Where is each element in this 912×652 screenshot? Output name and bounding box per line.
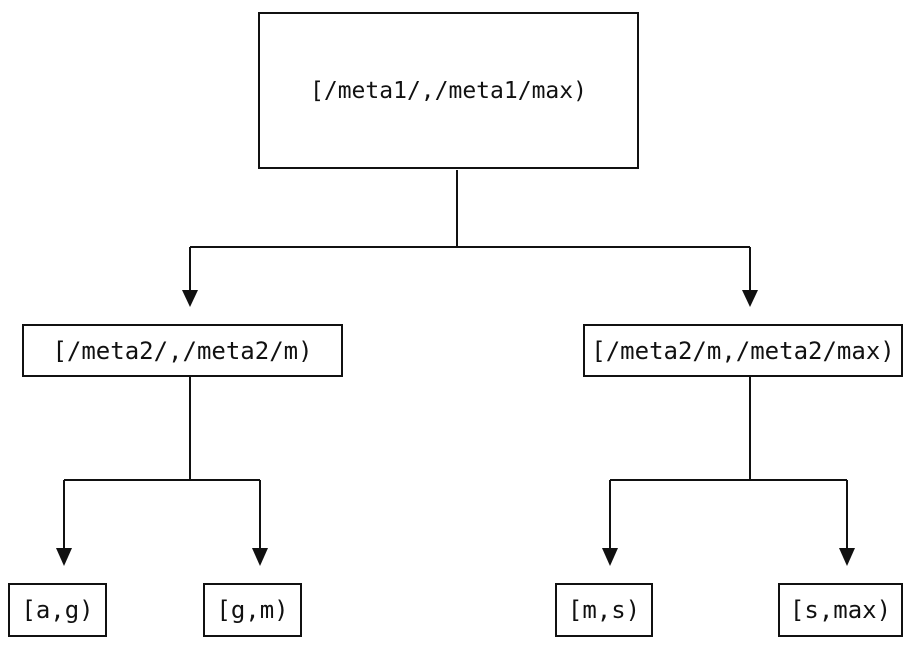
tree-node-leaf-ms: [m,s) xyxy=(555,583,653,637)
arrowhead-down-icon xyxy=(602,548,618,566)
arrowhead-down-icon xyxy=(182,290,198,307)
tree-node-root: [/meta1/,/meta1/max) xyxy=(258,12,639,169)
tree-node-leaf-gm: [g,m) xyxy=(203,583,302,637)
arrowhead-down-icon xyxy=(252,548,268,566)
edge-root-to-children xyxy=(182,170,758,307)
arrowhead-down-icon xyxy=(839,548,855,566)
tree-node-meta2-high: [/meta2/m,/meta2/max) xyxy=(583,324,903,377)
arrowhead-down-icon xyxy=(742,290,758,307)
tree-node-meta2-low: [/meta2/,/meta2/m) xyxy=(22,324,343,377)
edge-meta2low-to-children xyxy=(56,377,268,566)
edge-meta2high-to-children xyxy=(602,377,855,566)
tree-node-leaf-ag: [a,g) xyxy=(8,583,107,637)
arrowhead-down-icon xyxy=(56,548,72,566)
tree-node-leaf-smax: [s,max) xyxy=(778,583,903,637)
